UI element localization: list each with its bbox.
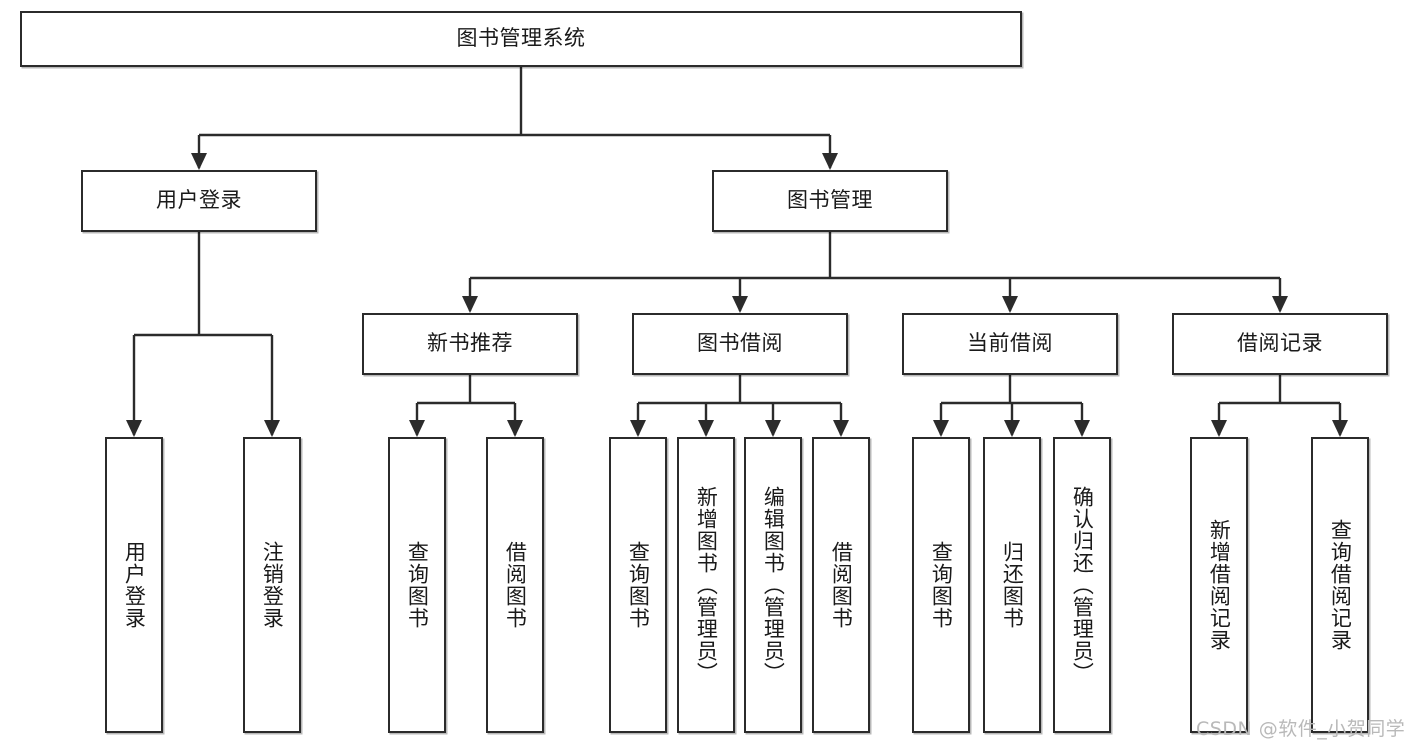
node-label-new-book-rec: 新书推荐 xyxy=(427,331,513,356)
node-leaf-rec-borrow[interactable]: 借阅图书 xyxy=(486,437,544,733)
arrow-head xyxy=(1004,420,1020,437)
arrow-head xyxy=(1211,420,1227,437)
arrow-head xyxy=(1272,296,1288,313)
node-label-leaf-rec-search: 查询借阅记录 xyxy=(1328,519,1353,651)
node-new-book-rec[interactable]: 新书推荐 xyxy=(362,313,578,375)
arrow-head xyxy=(732,296,748,313)
arrow-head xyxy=(698,420,714,437)
node-leaf-user-logout[interactable]: 注销登录 xyxy=(243,437,301,733)
node-label-leaf-borrow-query: 查询图书 xyxy=(626,541,651,629)
node-leaf-borrow-add[interactable]: 新增图书（管理员） xyxy=(677,437,735,733)
node-leaf-cur-return[interactable]: 归还图书 xyxy=(983,437,1041,733)
node-root[interactable]: 图书管理系统 xyxy=(20,11,1022,67)
arrow-head xyxy=(126,420,142,437)
node-leaf-borrow-edit[interactable]: 编辑图书（管理员） xyxy=(744,437,802,733)
node-label-book-manage: 图书管理 xyxy=(787,188,873,213)
node-label-leaf-rec-query: 查询图书 xyxy=(405,541,430,629)
node-label-leaf-cur-return: 归还图书 xyxy=(1000,541,1025,629)
node-book-manage[interactable]: 图书管理 xyxy=(712,170,948,232)
arrow-head xyxy=(507,420,523,437)
node-label-leaf-borrow-add: 新增图书（管理员） xyxy=(694,486,719,684)
node-current-borrow[interactable]: 当前借阅 xyxy=(902,313,1118,375)
arrow-head xyxy=(264,420,280,437)
node-leaf-rec-search[interactable]: 查询借阅记录 xyxy=(1311,437,1369,733)
arrow-head xyxy=(833,420,849,437)
arrow-head xyxy=(1074,420,1090,437)
node-label-leaf-rec-add: 新增借阅记录 xyxy=(1207,519,1232,651)
arrow-head xyxy=(1002,296,1018,313)
node-label-leaf-rec-borrow: 借阅图书 xyxy=(503,541,528,629)
csdn-watermark: CSDN @软件_小贺同学 xyxy=(1196,718,1405,740)
node-label-leaf-borrow-lend: 借阅图书 xyxy=(829,541,854,629)
node-borrow-record[interactable]: 借阅记录 xyxy=(1172,313,1388,375)
node-label-leaf-cur-confirm: 确认归还（管理员） xyxy=(1070,486,1095,684)
arrow-head xyxy=(765,420,781,437)
node-user-login[interactable]: 用户登录 xyxy=(81,170,317,232)
arrow-head xyxy=(933,420,949,437)
arrow-head xyxy=(1332,420,1348,437)
node-label-user-login: 用户登录 xyxy=(156,188,242,213)
node-label-current-borrow: 当前借阅 xyxy=(967,331,1053,356)
node-label-borrow-record: 借阅记录 xyxy=(1237,331,1323,356)
node-leaf-borrow-lend[interactable]: 借阅图书 xyxy=(812,437,870,733)
node-leaf-borrow-query[interactable]: 查询图书 xyxy=(609,437,667,733)
node-label-book-borrow: 图书借阅 xyxy=(697,331,783,356)
node-label-leaf-borrow-edit: 编辑图书（管理员） xyxy=(761,486,786,684)
arrow-head xyxy=(191,153,207,170)
arrow-head xyxy=(822,153,838,170)
node-leaf-cur-confirm[interactable]: 确认归还（管理员） xyxy=(1053,437,1111,733)
node-label-leaf-cur-query: 查询图书 xyxy=(929,541,954,629)
node-book-borrow[interactable]: 图书借阅 xyxy=(632,313,848,375)
arrow-head xyxy=(630,420,646,437)
node-label-leaf-user-logout: 注销登录 xyxy=(260,541,285,629)
node-leaf-user-login[interactable]: 用户登录 xyxy=(105,437,163,733)
node-leaf-rec-query[interactable]: 查询图书 xyxy=(388,437,446,733)
node-leaf-cur-query[interactable]: 查询图书 xyxy=(912,437,970,733)
node-label-leaf-user-login: 用户登录 xyxy=(122,541,147,629)
node-label-root: 图书管理系统 xyxy=(456,26,586,51)
arrow-head xyxy=(409,420,425,437)
node-leaf-rec-add[interactable]: 新增借阅记录 xyxy=(1190,437,1248,733)
arrow-head xyxy=(462,296,478,313)
